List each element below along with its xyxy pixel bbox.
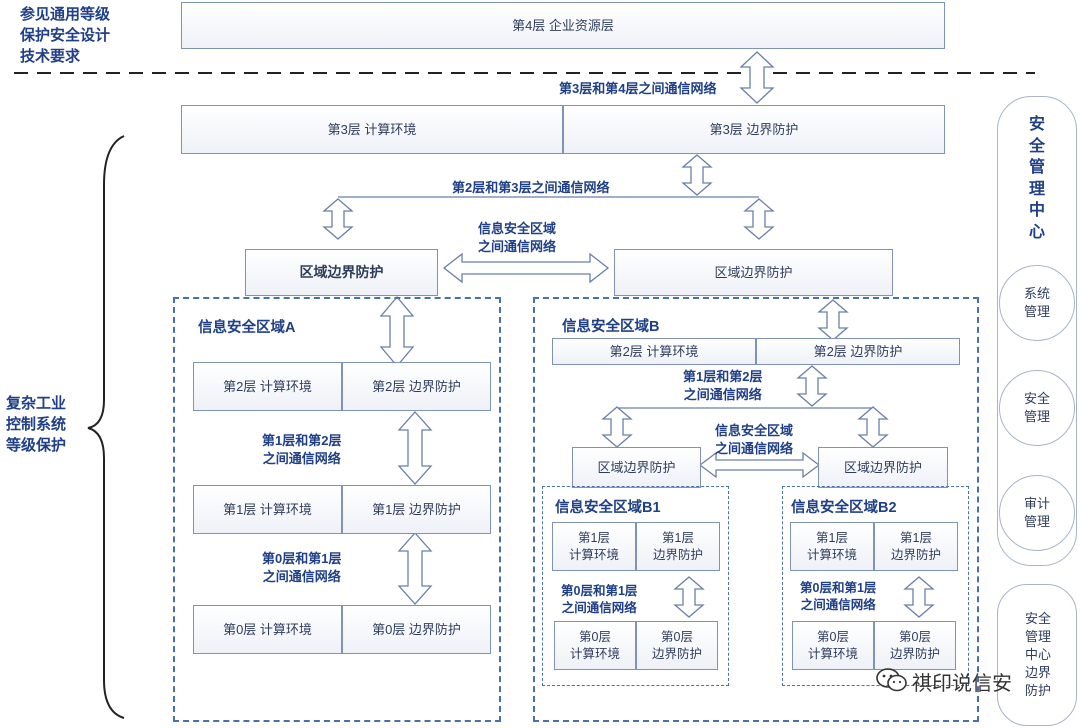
audit-management-label: 审计 管理 [1023, 495, 1050, 529]
zone-boundary-left: 区域边界防护 [245, 249, 438, 296]
system-management-label: 系统 管理 [1023, 285, 1050, 319]
zone-b [533, 297, 979, 722]
boundary-protection-label: 安全 管理 中心 边界 防护 [1024, 611, 1051, 698]
zone-a-l0-boundary: 第0层 边界防护 [342, 605, 491, 654]
zone-b-l2-boundary: 第2层 边界防护 [756, 338, 960, 365]
zone-b2 [782, 486, 969, 686]
layer3-boundary: 第3层 边界防护 [563, 105, 945, 154]
zone-b-boundary-right-label: 区域边界防护 [843, 459, 922, 475]
arrow-to-left-boundary [323, 198, 353, 240]
zone-boundary-right-label: 区域边界防护 [714, 264, 793, 280]
zone-b-l2-compute-label: 第2层 计算环境 [609, 343, 699, 359]
layer4-label: 第4层 企业资源层 [512, 17, 614, 33]
net-l3-l4-label: 第3层和第4层之间通信网络 [559, 81, 717, 96]
layer4-enterprise-resource: 第4层 企业资源层 [181, 2, 945, 49]
security-management-circle: 安全 管理 [999, 370, 1075, 446]
security-center-title: 安 全 管 理 中 心 [1028, 116, 1045, 241]
zone-a [173, 297, 501, 722]
zone-boundary-right: 区域边界防护 [614, 249, 893, 296]
zone-b2-l0-boundary-label: 第0层 边界防护 [889, 629, 940, 661]
zone-a-title: 信息安全区域A [198, 320, 296, 336]
watermark-text: 祺印说信安 [912, 673, 1012, 695]
zone-a-l2-compute: 第2层 计算环境 [193, 362, 342, 411]
zone-a-l2-compute-label: 第2层 计算环境 [223, 378, 312, 394]
zone-a-l2-boundary-label: 第2层 边界防护 [372, 378, 461, 394]
net-l2-l3-label: 第2层和第3层之间通信网络 [452, 180, 610, 195]
zone-a-l1-boundary: 第1层 边界防护 [342, 485, 491, 534]
left-brace [87, 135, 125, 719]
zone-a-l1-boundary-label: 第1层 边界防护 [372, 501, 461, 517]
left-brace-label: 复杂工业 控制系统 等级保护 [6, 395, 67, 454]
zone-b1-l1-boundary: 第1层 边界防护 [636, 522, 720, 571]
zone-a-net-l1-l2: 第1层和第2层 之间通信网络 [262, 433, 342, 466]
layer3-compute-label: 第3层 计算环境 [327, 121, 417, 137]
arrow-l3-l4 [739, 51, 775, 104]
zone-a-l0-compute: 第0层 计算环境 [193, 605, 342, 654]
zone-b-net-zones: 信息安全区域 之间通信网络 [715, 423, 794, 456]
arrow-zone-a-l1-l2 [397, 411, 433, 485]
zone-boundary-left-label: 区域边界防护 [299, 264, 384, 281]
zone-b1-l1-compute: 第1层 计算环境 [552, 522, 636, 571]
zone-b1-l0-compute: 第0层 计算环境 [554, 621, 636, 670]
arrow-to-right-boundary [744, 198, 774, 240]
zone-b1-l1-compute-label: 第1层 计算环境 [568, 530, 619, 562]
zone-b-boundary-left-label: 区域边界防护 [597, 459, 676, 475]
zone-b-l2-compute: 第2层 计算环境 [552, 338, 756, 365]
audit-management-circle: 审计 管理 [999, 475, 1075, 551]
zone-b2-l1-compute: 第1层 计算环境 [790, 522, 874, 571]
zone-b1 [542, 486, 729, 686]
zone-b-title: 信息安全区域B [562, 319, 660, 335]
zone-a-l0-compute-label: 第0层 计算环境 [223, 621, 312, 637]
zone-b2-l1-compute-label: 第1层 计算环境 [806, 530, 857, 562]
zone-b2-l1-boundary: 第1层 边界防护 [874, 522, 958, 571]
zone-b-l2-boundary-label: 第2层 边界防护 [813, 343, 903, 359]
arrow-l2-l3 [682, 154, 712, 196]
arrow-zone-a-l0-l1 [397, 532, 433, 605]
arrow-between-zones [442, 252, 610, 284]
zone-b1-net-l0-l1: 第0层和第1层 之间通信网络 [561, 584, 638, 615]
zone-a-l1-compute-label: 第1层 计算环境 [223, 501, 312, 517]
boundary-protection-panel [997, 584, 1077, 726]
zone-b2-l1-boundary-label: 第1层 边界防护 [890, 530, 941, 562]
zone-a-net-l0-l1: 第0层和第1层 之间通信网络 [262, 551, 342, 584]
zone-b1-title: 信息安全区域B1 [555, 500, 661, 516]
zone-a-l2-boundary: 第2层 边界防护 [342, 362, 491, 411]
net-zones-label: 信息安全区域 之间通信网络 [478, 221, 557, 254]
zone-b1-l0-compute-label: 第0层 计算环境 [569, 629, 620, 661]
zone-b-boundary-left: 区域边界防护 [572, 447, 701, 488]
layer3-boundary-label: 第3层 边界防护 [709, 121, 799, 137]
reference-label: 参见通用等级 保护安全设计 技术要求 [20, 6, 111, 65]
zone-b2-l0-compute-label: 第0层 计算环境 [807, 629, 858, 661]
zone-b2-l0-compute: 第0层 计算环境 [792, 621, 874, 670]
zone-b1-l1-boundary-label: 第1层 边界防护 [652, 530, 703, 562]
zone-b1-l0-boundary-label: 第0层 边界防护 [651, 629, 702, 661]
wechat-icon [876, 668, 907, 692]
zone-b2-l0-boundary: 第0层 边界防护 [874, 621, 956, 670]
zone-b2-title: 信息安全区域B2 [791, 500, 897, 516]
zone-b2-net-l0-l1: 第0层和第1层 之间通信网络 [800, 581, 877, 612]
layer3-compute: 第3层 计算环境 [181, 105, 563, 154]
system-management-circle: 系统 管理 [999, 265, 1075, 341]
zone-a-l0-boundary-label: 第0层 边界防护 [372, 621, 461, 637]
zone-b-net-l1-l2: 第1层和第2层 之间通信网络 [683, 369, 763, 402]
zone-b-boundary-right: 区域边界防护 [818, 447, 948, 488]
zone-a-l1-compute: 第1层 计算环境 [193, 485, 342, 534]
zone-b1-l0-boundary: 第0层 边界防护 [636, 621, 718, 670]
security-management-label: 安全 管理 [1023, 390, 1050, 424]
